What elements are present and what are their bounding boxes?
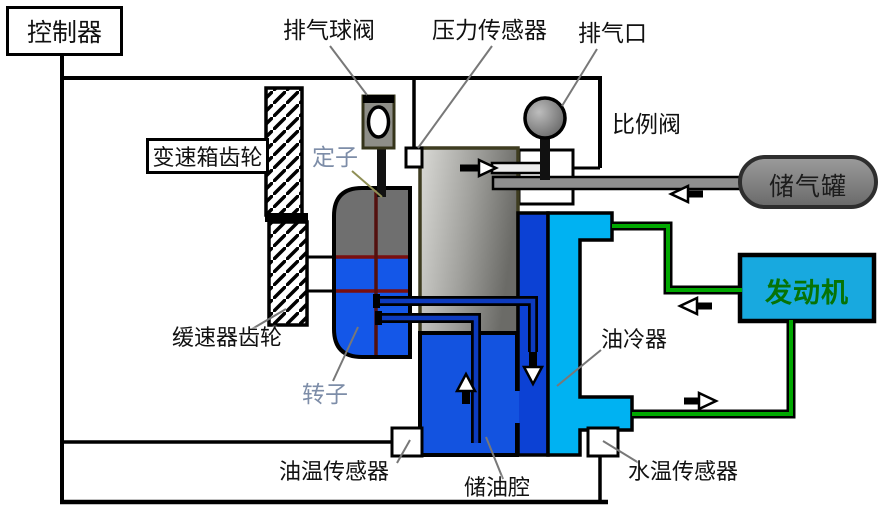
air-inlet-pipe bbox=[490, 161, 544, 175]
label-oil-cooler: 油冷器 bbox=[601, 328, 668, 353]
water-temp-sensor-shape bbox=[586, 426, 620, 458]
label-engine: 发动机 bbox=[765, 278, 849, 309]
retarder-gear-shape bbox=[267, 220, 336, 327]
label-pressure-sensor: 压力传感器 bbox=[432, 18, 547, 44]
coolant-pipes bbox=[612, 221, 796, 419]
stator-rotor-torus bbox=[332, 186, 412, 359]
label-exhaust-port: 排气口 bbox=[578, 21, 647, 47]
label-pointer-lines bbox=[251, 45, 640, 480]
chamber-opening bbox=[511, 391, 519, 423]
gearbox-gear-shape bbox=[264, 86, 308, 222]
oil-temp-sensor-shape bbox=[390, 426, 424, 458]
label-oil-temp-sensor: 油温传感器 bbox=[279, 460, 390, 485]
exhaust-port-shape bbox=[523, 96, 567, 180]
label-rotor: 转子 bbox=[302, 382, 348, 408]
engine-shape bbox=[737, 252, 877, 324]
oil-pipes bbox=[373, 294, 538, 443]
stator-shape bbox=[334, 188, 410, 257]
flow-arrows bbox=[454, 158, 719, 411]
label-oil-chamber: 储油腔 bbox=[464, 476, 531, 501]
rotor-shape bbox=[334, 257, 410, 357]
oil-chamber-shape bbox=[418, 331, 519, 457]
oil-cooler-shape bbox=[546, 211, 634, 457]
label-controller: 控制器 bbox=[6, 6, 123, 56]
exhaust-ball-valve-shape bbox=[361, 94, 396, 197]
chamber-opening bbox=[519, 391, 525, 423]
label-retarder-gear: 缓速器齿轮 bbox=[172, 326, 283, 351]
air-tank-shape bbox=[738, 155, 878, 209]
air-supply-pipe bbox=[491, 175, 746, 191]
label-gearbox-gear: 变速箱齿轮 bbox=[146, 138, 269, 174]
label-stator: 定子 bbox=[312, 145, 358, 171]
label-air-tank: 储气罐 bbox=[768, 172, 847, 201]
label-exhaust-ball-valve: 排气球阀 bbox=[283, 18, 375, 44]
label-water-temp-sensor: 水温传感器 bbox=[628, 460, 739, 485]
pressure-sensor-port bbox=[404, 146, 424, 169]
label-proportional-valve: 比例阀 bbox=[612, 112, 681, 138]
